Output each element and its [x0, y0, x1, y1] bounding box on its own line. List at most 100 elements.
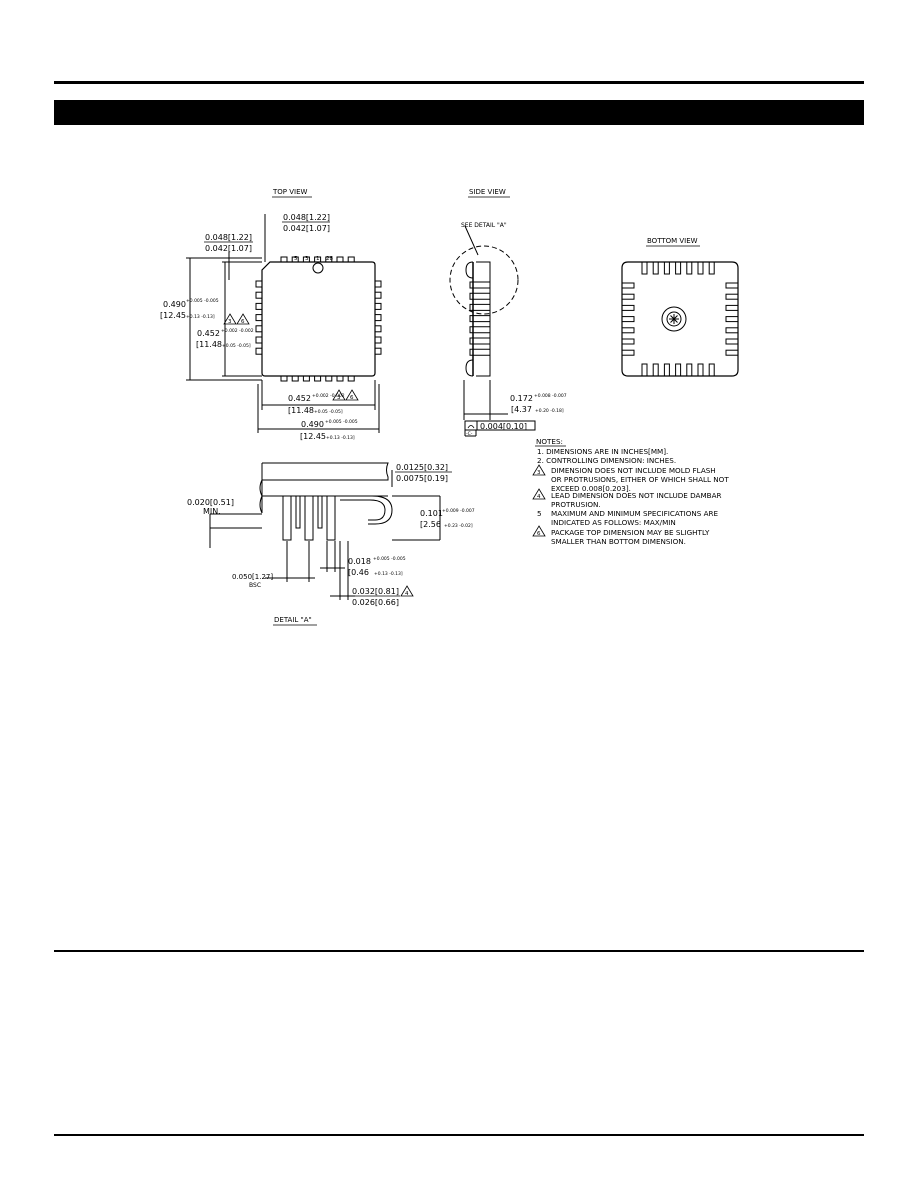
dim-pitch: 0.050[1.27] — [232, 573, 273, 581]
note-5-number: 5 — [537, 509, 542, 518]
lead — [621, 293, 635, 300]
lead — [641, 261, 648, 275]
dim-detail-height-mm-tol: +0.23 -0.02] — [444, 523, 473, 529]
dim-shoulder-min: 0.026[0.66] — [352, 598, 399, 607]
lead — [291, 375, 299, 382]
dim-body-v-mm: [11.48 — [196, 340, 222, 349]
lead — [255, 314, 263, 322]
side-view-drawing — [449, 225, 536, 437]
footer-rule — [54, 1134, 864, 1136]
footer-separator — [54, 950, 864, 952]
dim-overall-h-in: 0.490 — [301, 420, 324, 429]
see-detail-label: SEE DETAIL "A" — [461, 222, 507, 229]
dim-side-height-in-tol: +0.008 -0.007 — [534, 393, 567, 399]
lead — [336, 256, 344, 263]
lead — [725, 293, 739, 300]
top-flag-6: 6 — [241, 319, 245, 325]
top-view-labels: 5 3 1 28 0.048[1.22] 0.042[1.07] 0.048[1… — [160, 213, 359, 441]
dim-detail-height-in: 0.101 — [420, 509, 443, 518]
pin-number-1: 1 — [316, 256, 320, 262]
lead — [652, 261, 659, 275]
bottom-view-drawing — [621, 261, 739, 377]
section-title-bar — [54, 100, 864, 125]
lead — [302, 375, 310, 382]
lead — [697, 261, 704, 275]
detail-a-title: DETAIL "A" — [274, 616, 312, 624]
lead — [255, 347, 263, 355]
lead — [336, 375, 344, 382]
lead — [280, 375, 288, 382]
note-6-line-2: SMALLER THAN BOTTOM DIMENSION. — [551, 537, 686, 546]
dim-pitch-bsc: BSC — [249, 582, 261, 589]
dim-lead-thickness-min: 0.0075[0.19] — [396, 474, 448, 483]
lead — [652, 363, 659, 377]
lead — [663, 363, 670, 377]
lead — [697, 363, 704, 377]
lead — [374, 314, 382, 322]
note-6-flag: 6 — [537, 531, 541, 537]
lead — [347, 375, 355, 382]
view-titles: TOP VIEW SIDE VIEW BOTTOM VIEW DETAIL "A… — [272, 188, 700, 626]
lead — [255, 291, 263, 299]
lead — [686, 363, 693, 377]
bottom-flag-6: 6 — [350, 395, 354, 401]
dim-overall-h-mm-tol: +0.13 -0.13] — [326, 435, 355, 441]
dim-shoulder-max: 0.032[0.81] — [352, 587, 399, 596]
lead — [621, 327, 635, 334]
lead — [675, 363, 682, 377]
bottom-view-title: BOTTOM VIEW — [647, 237, 698, 245]
lead — [374, 336, 382, 344]
datum-c: -C- — [466, 431, 473, 437]
dim-side-height-in: 0.172 — [510, 394, 533, 403]
lead — [469, 303, 490, 311]
lead — [641, 363, 648, 377]
dim-lead-width-mm-tol: +0.13 -0.13] — [374, 571, 403, 577]
pin-number-5: 5 — [294, 256, 298, 262]
lead — [469, 292, 490, 300]
top-flag-3: 3 — [228, 319, 232, 325]
bottom-flag-3: 3 — [337, 395, 341, 401]
dim-lead-top-min: 0.042[1.07] — [283, 224, 330, 233]
lead — [621, 349, 635, 356]
lead — [469, 348, 490, 356]
lead — [374, 302, 382, 310]
dim-lead-width-mm: [0.46 — [348, 568, 369, 577]
lead — [255, 302, 263, 310]
lead — [325, 256, 333, 263]
lead — [469, 326, 490, 334]
dim-body-v-mm-tol: +0.05 -0.05] — [222, 343, 251, 349]
note-3-flag: 3 — [537, 470, 541, 476]
dim-body-v-in-tol: +0.002 -0.002 — [221, 328, 254, 334]
lead — [302, 256, 310, 263]
note-4-flag: 4 — [537, 494, 541, 500]
dim-overall-v-in-tol: +0.005 -0.005 — [186, 298, 219, 304]
lead — [725, 349, 739, 356]
lead — [374, 291, 382, 299]
lead — [255, 325, 263, 333]
note-5-line-1: MAXIMUM AND MINIMUM SPECIFICATIONS ARE — [551, 509, 718, 518]
lead — [621, 316, 635, 323]
note-1: 1. DIMENSIONS ARE IN INCHES[MM]. — [537, 447, 668, 456]
note-3-line-2: OR PROTRUSIONS, EITHER OF WHICH SHALL NO… — [551, 475, 729, 484]
note-4-line-2: PROTRUSION. — [551, 500, 601, 509]
lead — [725, 327, 739, 334]
lead — [374, 325, 382, 333]
side-view-labels: 0.172 +0.008 -0.007 [4.37 +0.20 -0.18] 0… — [466, 393, 567, 437]
lead — [347, 256, 355, 263]
lead — [621, 338, 635, 345]
top-view-title: TOP VIEW — [272, 188, 308, 196]
lead — [663, 261, 670, 275]
header-rule — [54, 81, 864, 84]
pin-number-3: 3 — [305, 256, 309, 262]
note-5-line-2: INDICATED AS FOLLOWS: MAX/MIN — [551, 518, 676, 527]
pin-number-28: 28 — [326, 256, 333, 262]
note-3-line-1: DIMENSION DOES NOT INCLUDE MOLD FLASH — [551, 466, 716, 475]
lead — [725, 338, 739, 345]
dim-lead-width-in-tol: +0.005 -0.005 — [373, 556, 406, 562]
note-2: 2. CONTROLLING DIMENSION: INCHES. — [537, 456, 676, 465]
dim-lead-width-in: 0.018 — [348, 557, 371, 566]
dim-body-h-in: 0.452 — [288, 394, 311, 403]
dim-overall-h-mm: [12.45 — [300, 432, 326, 441]
dim-side-height-mm: [4.37 — [511, 405, 532, 414]
dim-lead-top-max: 0.048[1.22] — [283, 213, 330, 222]
